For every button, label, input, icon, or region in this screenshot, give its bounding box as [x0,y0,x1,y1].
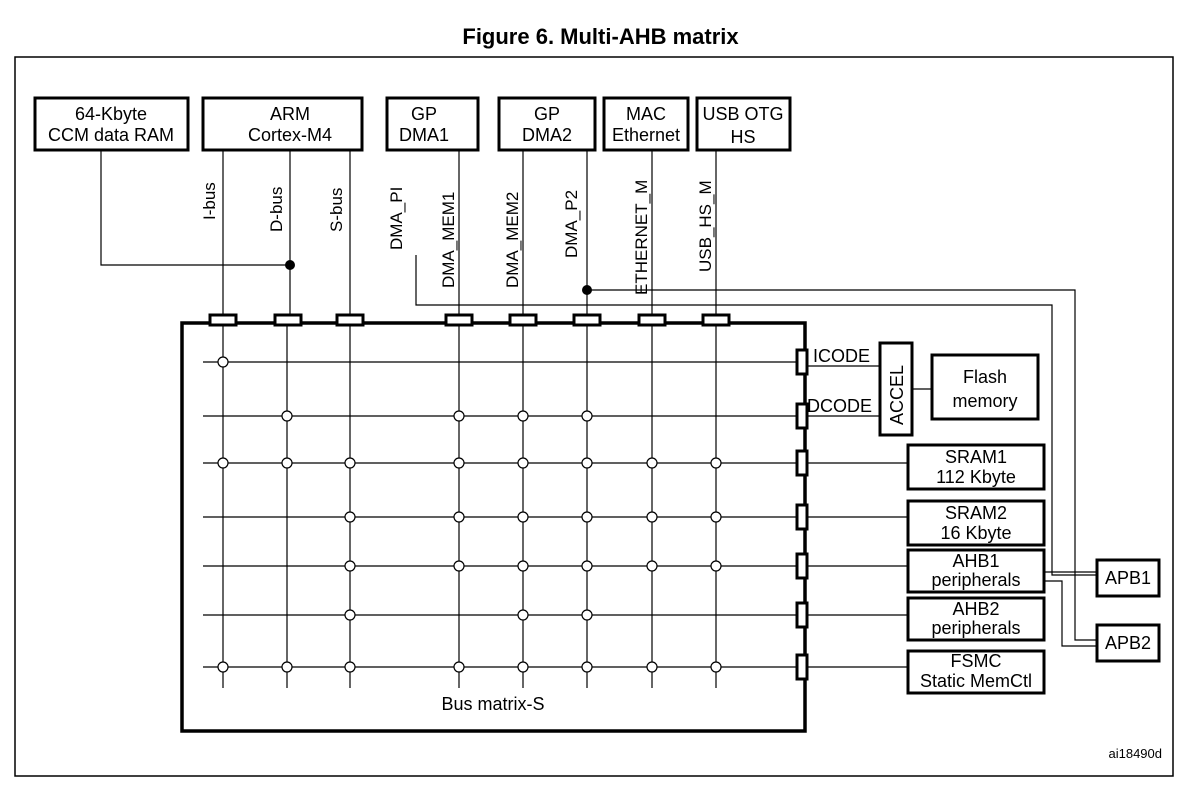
flash-line2: memory [952,391,1017,411]
master-wires [100,150,1097,641]
sram1-line1: SRAM1 [945,447,1007,467]
bus-label-dma-mem1: DMA_MEM1 [439,192,458,288]
bus-label-usb-hs-m: USB_HS_M [696,180,715,272]
master-ccm-ram-line1: 64-Kbyte [75,104,147,124]
master-cortex-m4 [201,96,364,152]
figure-frame [14,56,1174,777]
icode-label: ICODE [813,346,870,366]
master-mac-line1: MAC [626,104,666,124]
slave-ahb2-peripherals [906,596,1046,642]
bus-label-dma-p2: DMA_P2 [562,190,581,258]
master-dma2-line1: GP [534,104,560,124]
apb1-box [1095,558,1161,598]
bus-label-dbus: D-bus [267,187,286,232]
apb2-box [1095,623,1161,663]
figure-title: Figure 6. Multi-AHB matrix [462,24,739,49]
master-usb-line2: HS [730,127,755,147]
master-usb-line1: USB OTG [702,104,783,124]
bus-matrix-label: Bus matrix-S [441,694,544,714]
fsmc-line2: Static MemCtl [920,671,1032,691]
apb2-label: APB2 [1105,633,1151,653]
master-mac-line2: Ethernet [612,125,680,145]
junction-dot-dbus [285,260,295,270]
master-ccm-ram [33,96,190,152]
sram2-line1: SRAM2 [945,503,1007,523]
master-cortex-line1: ARM [270,104,310,124]
master-gp-dma2 [497,96,597,152]
dcode-label: DCODE [807,396,872,416]
matrix-grid [203,325,797,688]
slave-sram1 [906,443,1046,491]
bus-label-ethernet-m: ETHERNET_M [632,180,651,295]
master-dma1-line2: DMA1 [399,125,449,145]
slave-flash-memory [930,353,1040,421]
apb1-label: APB1 [1105,568,1151,588]
master-usb-otg-hs [695,96,792,152]
bus-label-ibus: I-bus [200,182,219,220]
figure-ref-code: ai18490d [1109,746,1163,761]
slave-sram2 [906,499,1046,547]
matrix-master-ports [208,313,731,327]
sram1-line2: 112 Kbyte [936,467,1016,487]
master-gp-dma1 [385,96,480,152]
sram2-line2: 16 Kbyte [940,523,1011,543]
slave-ahb1-peripherals [906,548,1046,594]
ahb1-line1: AHB1 [952,551,999,571]
junction-dot-dma-p2 [582,285,592,295]
matrix-connection-nodes [217,356,722,673]
ahb2-line2: peripherals [931,618,1020,638]
master-dma2-line2: DMA2 [522,125,572,145]
slave-wires [807,365,1097,668]
fsmc-line1: FSMC [951,651,1002,671]
master-mac-ethernet [602,96,690,152]
master-ccm-ram-line2: CCM data RAM [48,125,174,145]
bus-label-sbus: S-bus [327,188,346,232]
ahb1-line2: peripherals [931,570,1020,590]
bus-label-dma-mem2: DMA_MEM2 [503,192,522,288]
slave-fsmc [906,649,1046,695]
flash-line1: Flash [963,367,1007,387]
accel-box [878,341,914,437]
accel-label: ACCEL [887,365,907,425]
bus-label-dma-pi: DMA_PI [387,187,406,250]
ahb2-line1: AHB2 [952,599,999,619]
master-cortex-line2: Cortex-M4 [248,125,332,145]
master-dma1-line1: GP [411,104,437,124]
